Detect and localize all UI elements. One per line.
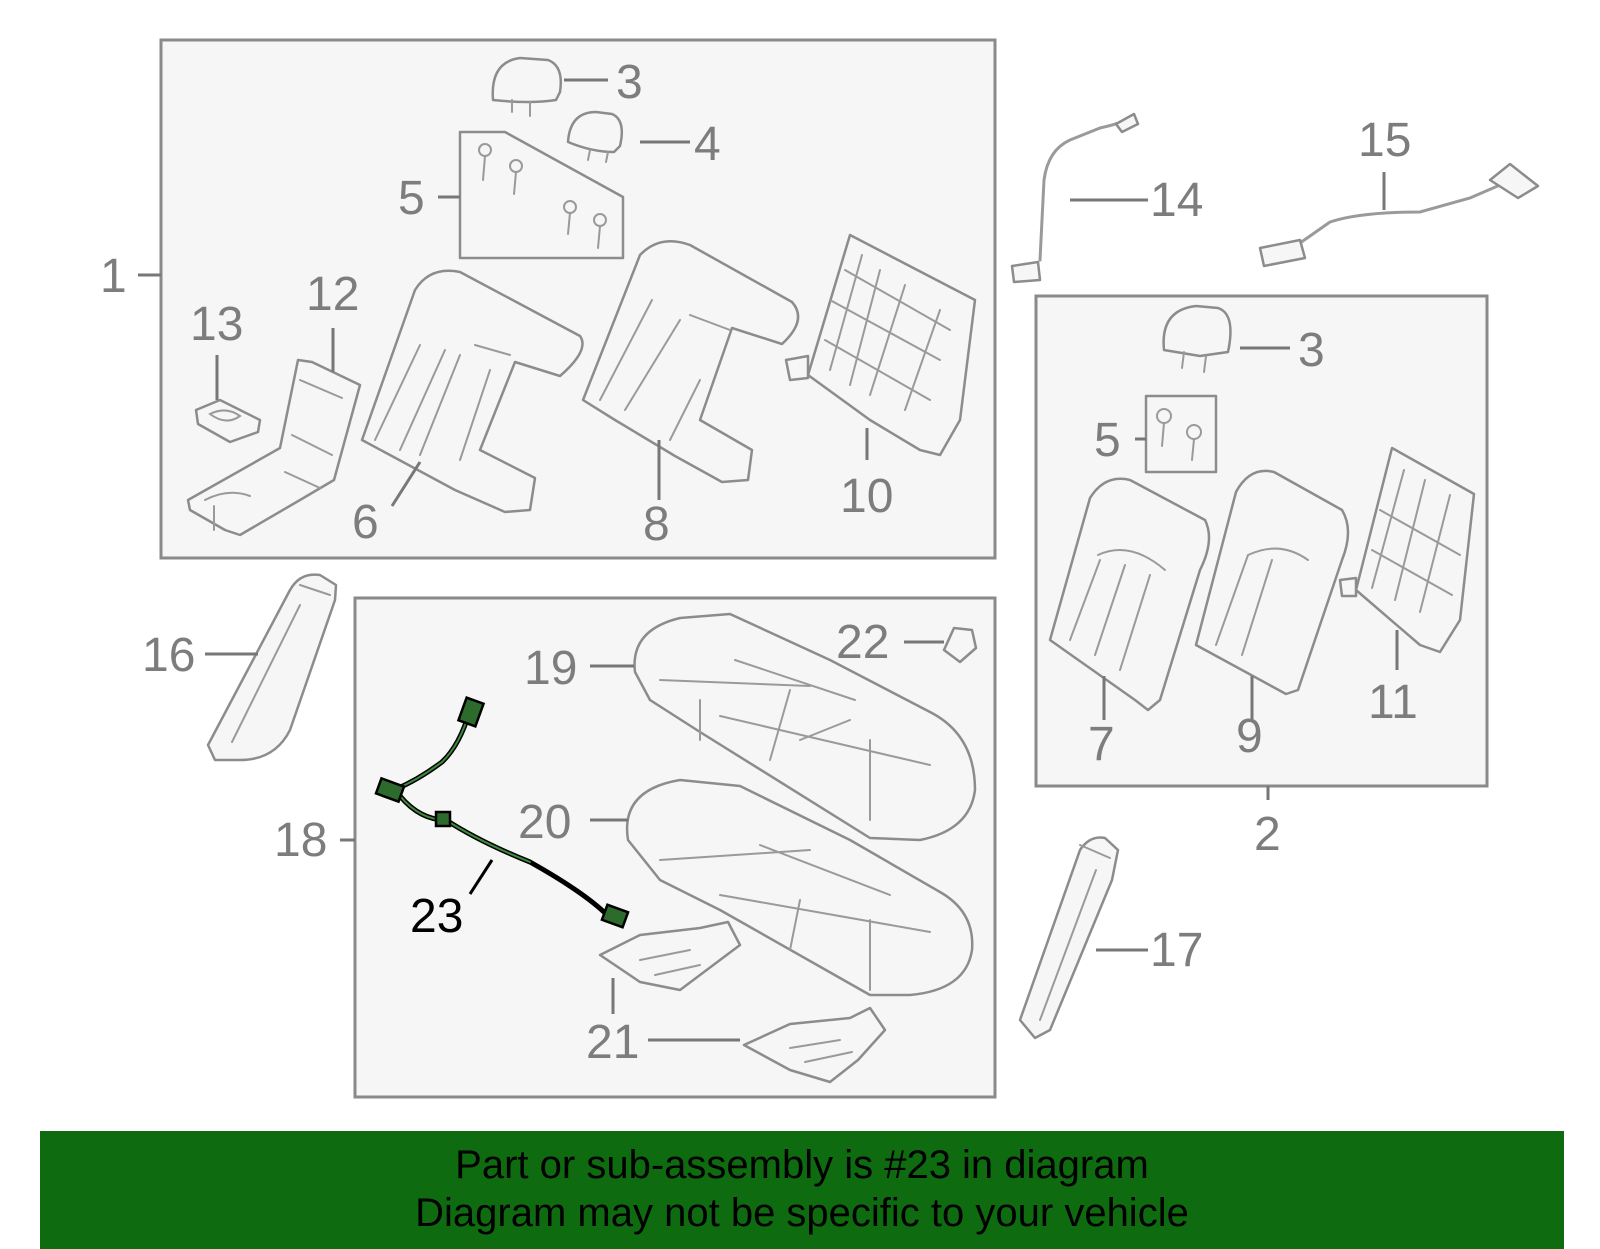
callout-3a: 3 (616, 56, 643, 109)
banner-line-1: Part or sub-assembly is #23 in diagram (455, 1143, 1149, 1187)
callout-9: 9 (1236, 710, 1263, 763)
banner-line-2: Diagram may not be specific to your vehi… (415, 1191, 1189, 1235)
wire-part-14 (1010, 112, 1140, 284)
wire-part-15 (1258, 162, 1540, 268)
callout-10: 10 (840, 470, 893, 523)
bolt-set-part-5b (1144, 394, 1218, 474)
callout-12: 12 (306, 268, 359, 321)
callout-6: 6 (352, 496, 379, 549)
callout-18: 18 (274, 814, 327, 867)
callout-11: 11 (1368, 676, 1418, 729)
callout-1: 1 (100, 250, 127, 303)
callout-7: 7 (1088, 718, 1115, 771)
callout-labels: 1 2 3 3 4 5 5 6 7 8 9 10 11 12 13 14 15 … (100, 56, 1418, 1069)
callout-15: 15 (1358, 114, 1411, 167)
side-trim-part-16 (206, 573, 338, 762)
side-trim-part-17 (1018, 836, 1120, 1040)
headrest-part-3 (491, 56, 562, 117)
headrest-part-4 (566, 110, 623, 163)
callout-21: 21 (586, 1016, 639, 1069)
seatback-pad-part-9 (1194, 469, 1350, 696)
armrest-part-12 (186, 358, 362, 537)
cushion-panel-part-21a (598, 920, 742, 992)
callout-14: 14 (1150, 174, 1203, 227)
seatback-cover-part-7 (1048, 477, 1211, 712)
seat-cushion-pad-part-20 (625, 778, 974, 997)
cushion-panel-part-21b (742, 1006, 887, 1084)
bolt-set-part-5 (458, 130, 625, 260)
seat-cushion-cover-part-19 (633, 612, 977, 842)
info-banner: Part or sub-assembly is #23 in diagram D… (40, 1131, 1564, 1249)
seatback-frame-part-10 (784, 233, 977, 457)
callout-2: 2 (1254, 808, 1281, 861)
wiring-harness-part-23 (374, 696, 630, 929)
headrest-part-3b (1162, 304, 1232, 373)
callout-16: 16 (142, 629, 195, 682)
callout-20: 20 (518, 796, 571, 849)
callout-19: 19 (524, 642, 577, 695)
callout-23: 23 (410, 890, 463, 943)
callout-3b: 3 (1298, 324, 1325, 377)
seatback-frame-part-11 (1338, 446, 1476, 654)
callout-22: 22 (836, 616, 889, 669)
cupholder-part-13 (194, 398, 262, 444)
clip-part-22 (942, 626, 978, 664)
seatback-cover-part-6 (360, 269, 584, 514)
callout-5a: 5 (398, 172, 425, 225)
callout-5b: 5 (1094, 414, 1121, 467)
callout-17: 17 (1150, 924, 1203, 977)
seatback-pad-part-8 (581, 240, 800, 484)
callout-13: 13 (190, 298, 243, 351)
callout-4: 4 (694, 118, 721, 171)
leader-lines (138, 78, 1399, 1042)
callout-8: 8 (643, 498, 670, 551)
